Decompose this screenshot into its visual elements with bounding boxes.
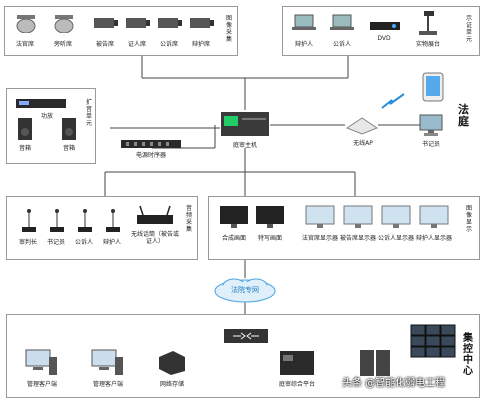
box-camera-icon	[157, 15, 183, 37]
storage-server-icon	[157, 349, 187, 379]
microphone-icon	[19, 207, 39, 237]
sequencer-label: 电源时序器	[135, 152, 166, 159]
screen-label: 合成画面	[221, 235, 246, 242]
laptop-icon	[291, 13, 317, 39]
court-label: 法庭	[458, 103, 469, 128]
control-label: 管理客户端	[26, 381, 57, 388]
speaker-icon	[17, 117, 33, 145]
box-camera-icon	[189, 15, 215, 37]
speaker-icon	[61, 117, 77, 145]
panel-side-label: 图像显示	[465, 205, 472, 233]
court-host-label: 庭审主机	[232, 142, 257, 149]
evidence-label: DVD	[377, 35, 391, 42]
laptop-icon	[329, 13, 355, 39]
microphone-icon	[103, 207, 123, 237]
clerk-computer-icon	[418, 114, 448, 142]
mic-label: 书记员	[46, 239, 65, 246]
wireless-ap-icon	[345, 114, 379, 140]
dome-camera-icon	[53, 13, 75, 37]
camera-label: 旁听席	[53, 41, 72, 48]
box-camera-icon	[93, 15, 119, 37]
screen-label: 特写画面	[257, 235, 282, 242]
speaker-label: 音箱	[18, 145, 31, 152]
server-rack-icon	[359, 349, 391, 381]
control-center-title: 集控中心	[463, 333, 473, 377]
mic-label: 公诉人	[74, 239, 93, 246]
camera-label: 公诉席	[159, 41, 178, 48]
panel-side-label: 扩音单元	[85, 99, 92, 127]
wireless-mic-receiver-icon	[135, 205, 175, 231]
evidence-panel: 辩护人 公诉人 DVD 实物展台 示证单元	[282, 6, 480, 56]
wireless-signal-icon	[380, 90, 410, 116]
screen-label: 辩护人显示器	[415, 235, 452, 242]
control-center-panel: 管理客户端 管理客户端 网络存储 庭审综合平台 集控中心	[6, 314, 480, 398]
watermark: 头条 @智能化弱电工程	[342, 378, 446, 389]
screen-label: 法官席显示器	[301, 235, 338, 242]
microphone-icon	[47, 207, 67, 237]
microphone-icon	[75, 207, 95, 237]
monitor-icon	[419, 205, 449, 233]
control-label: 管理客户端	[92, 381, 123, 388]
audio-panel: 功放 音箱 音箱 扩音单元	[6, 88, 96, 164]
amplifier-icon	[15, 95, 67, 114]
network-cloud-icon	[212, 276, 278, 308]
power-sequencer-icon	[120, 136, 182, 155]
panel-side-label: 图像采集	[225, 15, 232, 43]
audio-capture-panel: 审判长 书记员 公诉人 辩护人 无线话筒（被告或证人） 音频采集	[6, 196, 198, 260]
display-panel: 合成画面 特写画面 法官席显示器 被告席显示器 公诉人显示器 辩护人显示器 图像…	[208, 196, 480, 260]
document-camera-icon	[417, 9, 439, 41]
clerk-label: 书记员	[421, 141, 440, 148]
evidence-label: 辩护人	[294, 41, 313, 48]
wireless-mic-label: 无线话筒（被告或证人）	[130, 231, 179, 245]
wireless-ap-label: 无线AP	[353, 140, 373, 147]
camera-label: 辩护席	[191, 41, 210, 48]
monitor-icon	[381, 205, 411, 233]
box-camera-icon	[125, 15, 151, 37]
tablet-icon	[422, 72, 444, 106]
dome-camera-icon	[15, 13, 37, 37]
camera-label: 法官席	[15, 41, 34, 48]
speaker-label: 音箱	[62, 145, 75, 152]
screen-label: 被告席显示器	[339, 235, 376, 242]
panel-side-label: 示证单元	[465, 15, 472, 43]
evidence-label: 实物展台	[415, 41, 440, 48]
monitor-icon	[255, 205, 285, 233]
camera-label: 证人席	[127, 41, 146, 48]
monitor-icon	[219, 205, 249, 233]
video-wall-icon	[409, 321, 457, 373]
screen-label: 公诉人显示器	[377, 235, 414, 242]
surveillance-panel: 法官席 旁听席 被告席 证人席 公诉席 辩护席 图像采集	[4, 6, 238, 56]
client-computer-icon	[91, 349, 125, 381]
client-computer-icon	[25, 349, 59, 381]
integrated-platform-icon	[279, 349, 315, 381]
monitor-icon	[343, 205, 373, 233]
mic-label: 审判长	[18, 239, 37, 246]
dvd-player-icon	[369, 17, 401, 36]
panel-side-label: 音频采集	[185, 205, 192, 233]
amplifier-label: 功放	[40, 113, 53, 120]
mic-label: 辩护人	[102, 239, 121, 246]
court-host-icon	[220, 108, 270, 142]
camera-label: 被告席	[95, 41, 114, 48]
control-label: 网络存储	[159, 381, 184, 388]
network-label: 法院专网	[231, 286, 259, 294]
monitor-icon	[305, 205, 335, 233]
network-switch-icon	[223, 323, 269, 351]
evidence-label: 公诉人	[332, 41, 351, 48]
control-label: 庭审综合平台	[278, 381, 315, 388]
